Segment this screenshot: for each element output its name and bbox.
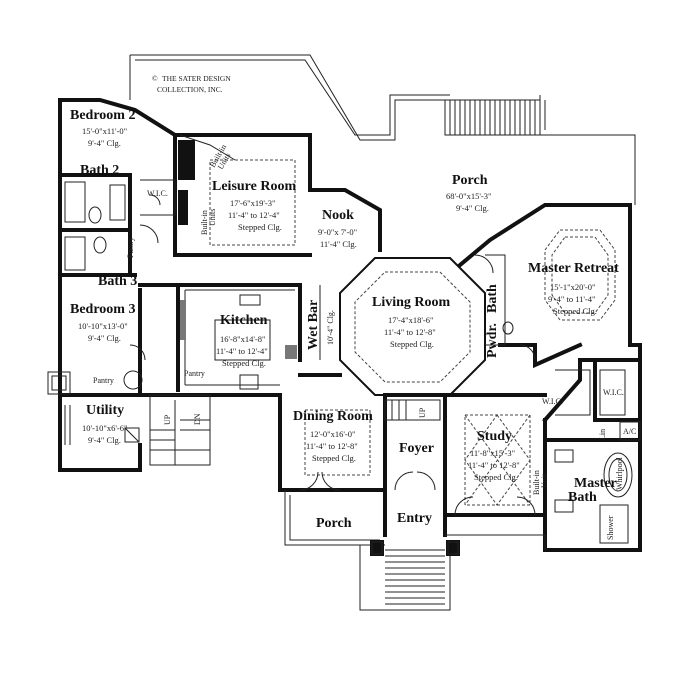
room-name-2: Bath [568,490,597,505]
room-dims: 10'-10"x6'-6" [82,423,127,433]
builtin-label-3: Built-in [532,470,541,495]
room-ceiling-type: Stepped Clg. [553,306,597,316]
room-ceiling-range: 9'-4" to 11'-4" [548,294,595,304]
room-master-retreat: Master Retreat 15'-1"x20'-0" 9'-4" to 11… [528,261,619,316]
room-study: Study 11'-8"x15'-3" 11'-4" to 12'-8" Ste… [468,429,520,482]
room-name: Bedroom 2 [70,108,135,123]
room-name: Study [477,429,512,444]
room-name: Wet Bar [306,300,321,350]
wic-label-bedroom2: W.I.C. [147,189,168,198]
room-ceiling-range: 11'-4" to 12'-4" [228,210,280,220]
room-ceiling-type: Stepped Clg. [390,339,434,349]
room-ceiling-type: Stepped Clg. [222,358,266,368]
copyright-line2: COLLECTION, INC. [157,85,223,94]
room-nook: Nook 9'-0"x 7'-0" 11'-4" Clg. [318,208,357,249]
room-dims: 17'-4"x18'-6" [388,315,433,325]
room-porch-front: Porch [316,516,352,531]
room-dims: 17'-6"x19'-3" [230,198,275,208]
porch-outlines [129,54,636,611]
pantry-label-utility: Pantry [93,376,114,385]
room-name: Leisure Room [212,179,296,194]
room-name: Master Retreat [528,261,619,276]
room-dims: 68'-0"x15'-3" [446,191,491,201]
units-label-2: Units [208,209,217,226]
room-ceiling: 9'-4" Clg. [88,138,121,148]
copyright-symbol: © [152,74,158,83]
room-ceiling: 9'-4" Clg. [88,435,121,445]
room-dims: 16'-8"x14'-8" [220,334,265,344]
copyright-notice: © THE SATER DESIGN COLLECTION, INC. [152,74,231,94]
room-ceiling-range: 11'-4" to 12'-8" [384,327,436,337]
room-master-bath: Master Bath [568,476,617,505]
wic-label-master-left: W.I.C. [542,397,563,406]
ac-label: A/C [623,427,636,436]
room-dims: 10'-10"x13'-0" [78,321,128,331]
exterior-walls [58,98,642,552]
room-utility: Utility 10'-10"x6'-6" 9'-4" Clg. [82,403,127,445]
room-bedroom-3: Bedroom 3 10'-10"x13'-0" 9'-4" Clg. [70,302,135,343]
room-ceiling-type: Stepped Clg. [312,453,356,463]
interior-details [47,134,641,544]
fixture-labels: W.I.C. W.I.C. W.I.C. Pantry Pantry Pantr… [93,143,636,540]
room-name: Utility [86,403,124,418]
room-dims: 15'-1"x20'-0" [550,282,595,292]
whirlpool-label: Whirlpool [615,456,624,490]
room-living: Living Room 17'-4"x18'-6" 11'-4" to 12'-… [372,295,451,349]
room-name-1: Pwdr. [485,323,500,358]
room-porch-rear: Porch 68'-0"x15'-3" 9'-4" Clg. [446,173,491,213]
rear-stair-treads [449,100,536,135]
room-ceiling: 10'-4" Clg. [326,310,335,345]
stair-down-label: DN [193,413,202,425]
room-kitchen: Kitchen 16'-8"x14'-8" 11'-4" to 12'-4" S… [216,313,268,368]
room-leisure: Leisure Room 17'-6"x19'-3" 11'-4" to 12'… [212,179,296,232]
room-name: Living Room [372,295,451,310]
room-name: Porch [452,173,488,188]
room-ceiling-range: 11'-4" to 12'-8" [468,460,520,470]
room-pwdr-bath: Pwdr. Bath [485,284,500,358]
room-ceiling-range: 11'-4" to 12'-4" [216,346,268,356]
room-dims: 9'-0"x 7'-0" [318,227,357,237]
room-dining: Dining Room 12'-0"x16'-0" 11'-4" to 12'-… [293,409,373,463]
room-name: Nook [322,208,354,223]
pantry-label-kitchen: Pantry [184,369,205,378]
room-ceiling: 11'-4" Clg. [320,239,357,249]
wic-label-master-right: W.I.C. [603,388,624,397]
entry-stair-treads [385,549,445,605]
room-ceiling: 9'-4" Clg. [456,203,489,213]
shower-label: Shower [606,515,615,540]
room-name: Dining Room [293,409,373,424]
unit-label-3: Unit [540,473,549,488]
room-foyer: Foyer [399,441,434,456]
linen-label: Lin [598,429,607,440]
foyer-stair-up-label: UP [418,407,427,418]
room-ceiling-type: Stepped Clg. [238,222,282,232]
pantry-label-bath: Pantry [126,237,135,258]
room-entry: Entry [397,511,432,526]
builtin-label-2: Built-in [200,210,209,235]
room-ceiling-type: Stepped Clg. [474,472,518,482]
room-bedroom-2: Bedroom 2 15'-0"x11'-0" 9'-4" Clg. [70,108,135,148]
room-bath-3: Bath 3 [98,274,137,289]
stair-up-label: UP [163,414,172,425]
room-dims: 15'-0"x11'-0" [82,126,127,136]
room-ceiling-range: 11'-4" to 12'-8" [306,441,358,451]
room-name: Bedroom 3 [70,302,135,317]
room-name-1: Master [574,476,617,491]
room-ceiling: 9'-4" Clg. [88,333,121,343]
room-bath-2: Bath 2 [80,163,119,178]
room-dims: 11'-8"x15'-3" [470,448,515,458]
room-wet-bar: Wet Bar 10'-4" Clg. [306,300,335,350]
room-name-2: Bath [485,284,500,313]
room-dims: 12'-0"x16'-0" [310,429,355,439]
room-name: Kitchen [220,313,268,328]
copyright-line1: THE SATER DESIGN [162,74,231,83]
